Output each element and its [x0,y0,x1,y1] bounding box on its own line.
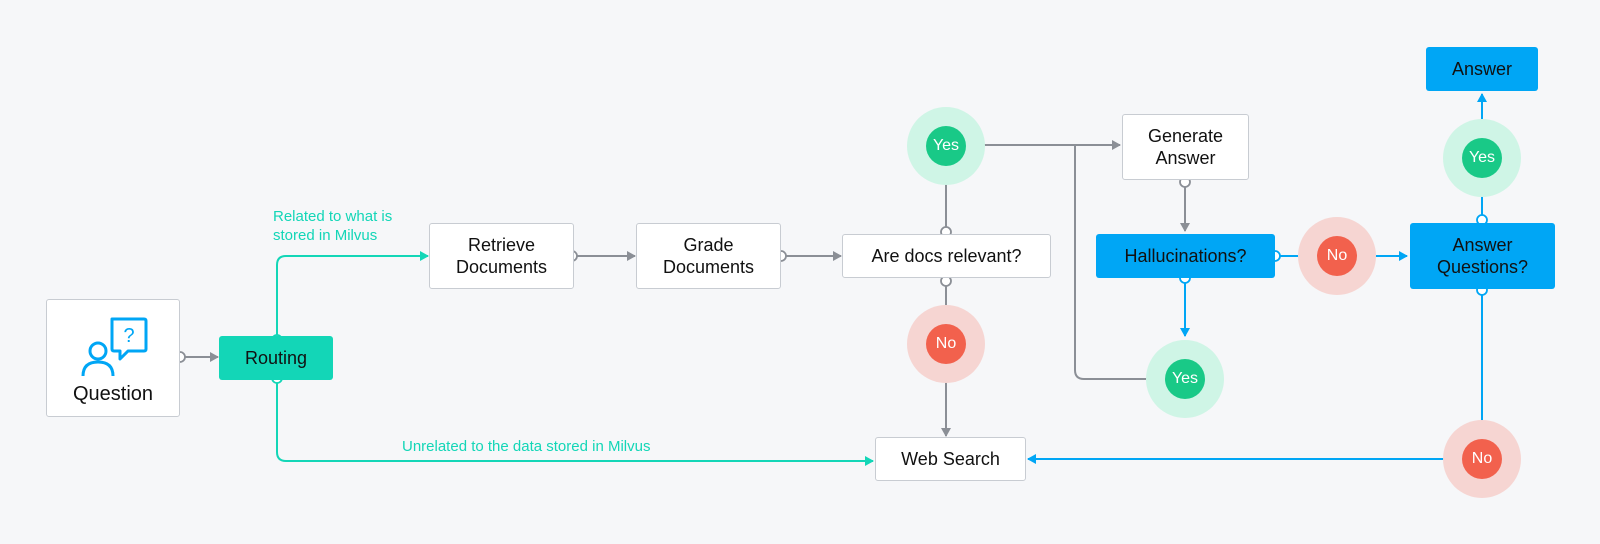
edge-loop-generate [1074,145,1165,380]
no-label: No [1462,439,1502,479]
docs-relevant-label: Are docs relevant? [871,246,1022,266]
answer-questions-label: Answer Questions? [1436,235,1529,277]
relevant-yes-badge: Yes [907,107,985,185]
hallucination-yes-badge: Yes [1146,340,1224,418]
hallucinations-label: Hallucinations? [1124,246,1247,266]
web-search-label: Web Search [901,449,1000,469]
generate-answer-node: Generate Answer [1122,114,1249,180]
edge-routing-websearch [276,378,874,466]
answer-questions-no-badge: No [1443,420,1521,498]
related-edge-label: Related to what is stored in Milvus [273,208,393,244]
answer-node: Answer [1426,47,1538,91]
unrelated-edge-label: Unrelated to the data stored in Milvus [402,438,651,455]
edge-routing-retrieve [276,251,429,340]
question-node: ? Question [46,299,180,417]
web-search-node: Web Search [875,437,1026,481]
yes-label: Yes [1462,138,1502,178]
hallucinations-node: Hallucinations? [1096,234,1275,278]
yes-label: Yes [1165,359,1205,399]
svg-text:?: ? [123,325,134,347]
routing-node: Routing [219,336,333,380]
answer-questions-node: Answer Questions? [1410,223,1555,289]
answer-label: Answer [1451,59,1513,79]
routing-label: Routing [244,348,308,368]
relevant-no-badge: No [907,305,985,383]
user-question-icon: ? [81,317,148,377]
hallucination-no-badge: No [1298,217,1376,295]
no-label: No [926,324,966,364]
retrieve-documents-label: Retrieve Documents [455,235,548,277]
retrieve-documents-node: Retrieve Documents [429,223,574,289]
grade-documents-node: Grade Documents [636,223,781,289]
generate-answer-label: Generate Answer [1147,126,1224,168]
answer-questions-yes-badge: Yes [1443,119,1521,197]
question-label: Question [72,383,154,405]
docs-relevant-node: Are docs relevant? [842,234,1051,278]
grade-documents-label: Grade Documents [662,235,755,277]
no-label: No [1317,236,1357,276]
yes-label: Yes [926,126,966,166]
